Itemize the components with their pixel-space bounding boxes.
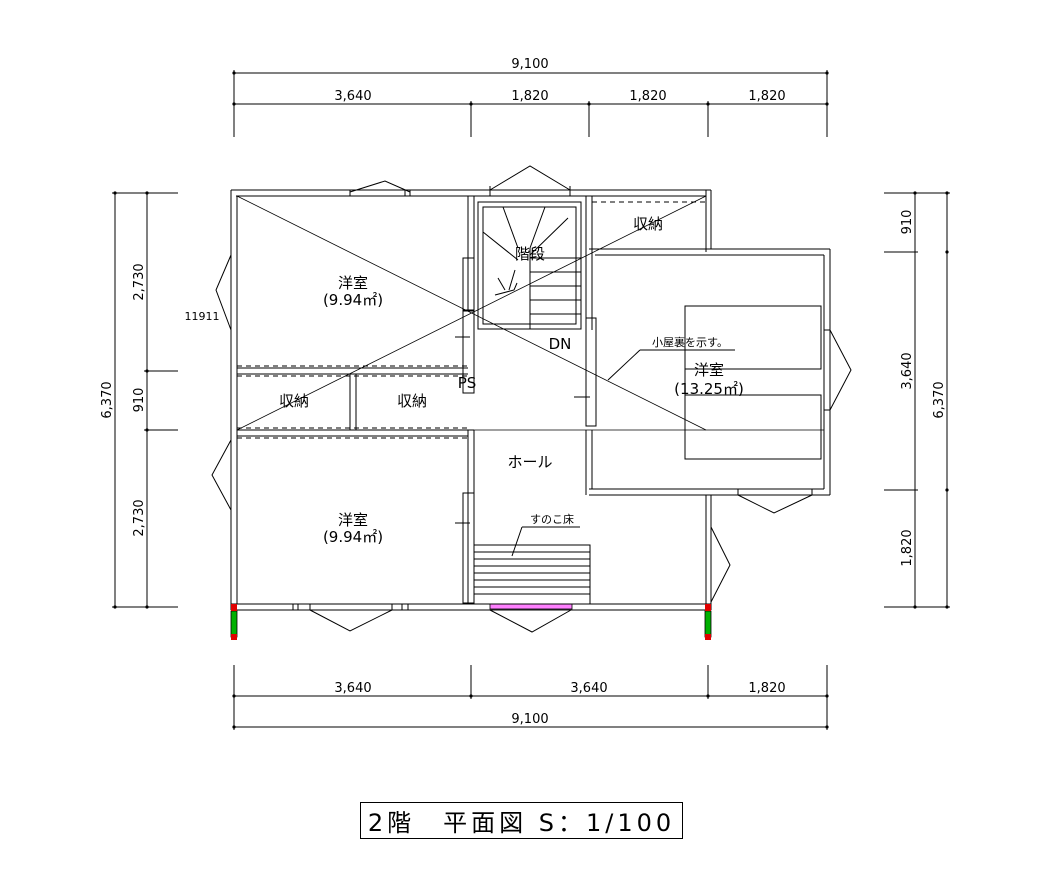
room-hall: ホール bbox=[507, 453, 552, 471]
room-western-top-area: (9.94㎡) bbox=[323, 291, 383, 309]
dim-top-seg-4: 1,820 bbox=[748, 89, 785, 104]
attic-outline bbox=[684, 305, 822, 460]
dim-left-total: 6,370 bbox=[100, 381, 115, 418]
room-western-bottom-name: 洋室 bbox=[338, 511, 368, 529]
dim-top-seg-3: 1,820 bbox=[629, 89, 666, 104]
dim-right-seg-3: 1,820 bbox=[900, 529, 915, 566]
stair-direction-arrow bbox=[494, 282, 518, 296]
diagonal-lines bbox=[236, 195, 824, 431]
slatted-floor-label: すのこ床 bbox=[530, 512, 574, 526]
room-western-right-name: 洋室 bbox=[694, 361, 724, 379]
dim-bottom-seg-3: 1,820 bbox=[748, 681, 785, 696]
room-western-bottom-area: (9.94㎡) bbox=[323, 528, 383, 546]
stair-down-label: DN bbox=[549, 335, 572, 353]
dim-bottom-total: 9,100 bbox=[511, 712, 548, 727]
window-code-label: 11911 bbox=[185, 310, 220, 323]
pipe-space-label: PS bbox=[458, 374, 477, 392]
column-green-right bbox=[704, 610, 712, 638]
slatted-floor bbox=[473, 544, 591, 605]
dim-left-seg-2: 910 bbox=[132, 388, 147, 413]
room-western-right-area: (13.25㎡) bbox=[674, 380, 744, 398]
room-storage-top-right: 収納 bbox=[633, 215, 663, 233]
dim-right-seg-2: 3,640 bbox=[900, 352, 915, 389]
balcony-sash bbox=[489, 603, 573, 610]
column-red-right-top bbox=[705, 604, 711, 611]
dim-bottom-seg-2: 3,640 bbox=[570, 681, 607, 696]
dimension-lines bbox=[112, 70, 950, 730]
dim-top-total: 9,100 bbox=[511, 57, 548, 72]
column-red-left-top bbox=[231, 604, 237, 611]
staircase bbox=[477, 201, 582, 330]
leader-lines bbox=[455, 336, 735, 557]
column-green-left bbox=[230, 610, 238, 638]
dim-bottom-seg-1: 3,640 bbox=[334, 681, 371, 696]
dim-right-total: 6,370 bbox=[932, 381, 947, 418]
room-storage-left: 収納 bbox=[279, 392, 309, 410]
dim-right-seg-1: 910 bbox=[900, 210, 915, 235]
dimension-ticks bbox=[113, 71, 949, 729]
room-western-top-name: 洋室 bbox=[338, 274, 368, 292]
room-stairs: 階段 bbox=[515, 245, 545, 263]
room-storage-center: 収納 bbox=[397, 392, 427, 410]
dim-left-seg-3: 2,730 bbox=[132, 499, 147, 536]
dim-left-seg-1: 2,730 bbox=[132, 263, 147, 300]
windows bbox=[211, 165, 852, 633]
column-red-right-bottom bbox=[705, 634, 711, 640]
dashed-lines bbox=[237, 201, 706, 439]
drawing-title: 2階 平面図 S：1/100 bbox=[360, 802, 683, 839]
dim-top-seg-2: 1,820 bbox=[511, 89, 548, 104]
attic-note: 小屋裏を示す。 bbox=[652, 335, 728, 349]
dim-top-seg-1: 3,640 bbox=[334, 89, 371, 104]
column-red-left-bottom bbox=[231, 634, 237, 640]
